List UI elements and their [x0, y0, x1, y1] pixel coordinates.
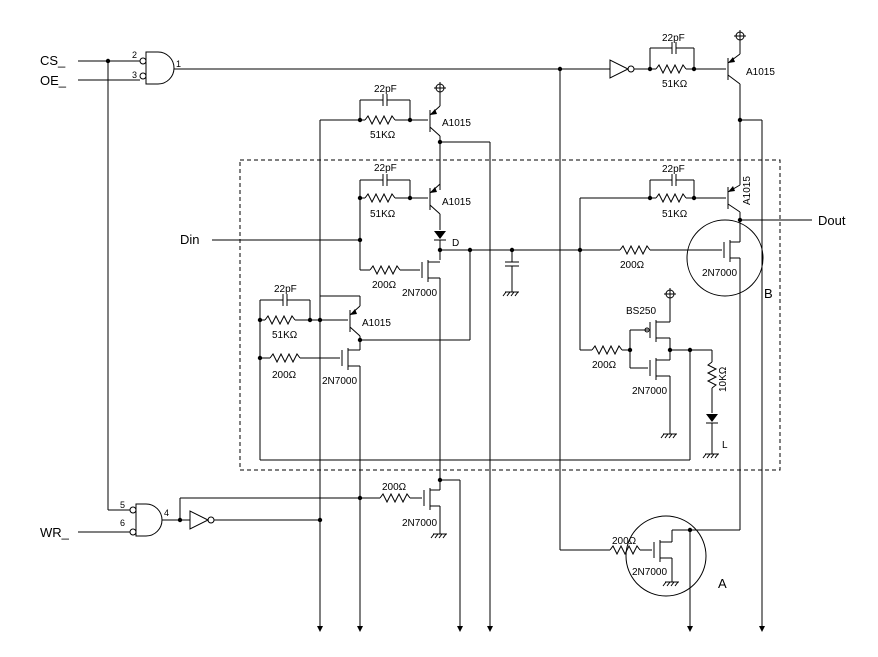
nmos-label-left: 2N7000	[322, 376, 357, 387]
pnp-label-upper: A1015	[442, 118, 471, 129]
wr-inverter	[189, 510, 215, 530]
nmos-label-b: 2N7000	[702, 268, 737, 279]
input-and-gate-2	[129, 503, 163, 537]
marker-b: B	[764, 286, 773, 301]
res-label-200-left: 200Ω	[272, 370, 297, 381]
nmos-label-pair: 2N7000	[632, 386, 667, 397]
nmos-transistor-b	[723, 240, 740, 262]
res-label-left: 51KΩ	[272, 330, 298, 341]
marker-a: A	[718, 576, 727, 591]
led-indicator	[706, 414, 718, 424]
nmos-transistor-mid	[421, 260, 440, 282]
res-label-200-pair: 200Ω	[592, 360, 617, 371]
res-label-200-bottom: 200Ω	[382, 482, 407, 493]
oe-signal-label: OE_	[40, 73, 67, 88]
res-label-right: 51KΩ	[662, 209, 688, 220]
cs-signal-label: CS_	[40, 53, 66, 68]
cap-label-mid: 22pF	[374, 163, 397, 174]
pnp-transistor-left	[349, 305, 361, 337]
pin-label-1: 1	[176, 59, 181, 69]
nmos-label-mid: 2N7000	[402, 288, 437, 299]
res-label-mid: 51KΩ	[370, 209, 396, 220]
highlight-circle-a	[625, 515, 707, 597]
res-label-200-b: 200Ω	[620, 260, 645, 271]
pnp-label-right: A1015	[742, 176, 753, 205]
pin-label-2: 2	[132, 50, 137, 60]
pnp-label-top-right: A1015	[746, 67, 775, 78]
res-label-200-a: 200Ω	[612, 536, 637, 547]
pin-label-5: 5	[120, 500, 125, 510]
res-label-10k: 10KΩ	[718, 366, 729, 392]
diode	[434, 231, 446, 241]
top-inverter	[609, 59, 635, 79]
nmos-label-a: 2N7000	[632, 567, 667, 578]
res-label-top: 51KΩ	[662, 79, 688, 90]
dout-signal-label: Dout	[818, 213, 846, 228]
cap-label-left: 22pF	[274, 284, 297, 295]
highlight-circle-b	[686, 219, 764, 297]
nmos-transistor-a	[653, 540, 672, 562]
cap-label-right: 22pF	[662, 164, 685, 175]
res-label-upper: 51KΩ	[370, 130, 396, 141]
led-label: L	[722, 440, 728, 451]
nmos-transistor-pair	[649, 358, 670, 380]
pnp-label-left: A1015	[362, 318, 391, 329]
pnp-label-mid: A1015	[442, 197, 471, 208]
input-and-gate-1	[139, 51, 175, 85]
nmos-transistor-left	[341, 348, 360, 370]
nmos-label-bottom: 2N7000	[402, 518, 437, 529]
pmos-transistor-bs250	[644, 320, 670, 342]
pmos-label: BS250	[626, 306, 656, 317]
pin-label-4: 4	[164, 508, 169, 518]
nmos-transistor-bottom	[423, 488, 440, 510]
pnp-transistor-upper	[429, 105, 441, 137]
dashed-module-boundary	[239, 159, 781, 471]
din-signal-label: Din	[180, 232, 200, 247]
pnp-transistor-top-right	[727, 53, 741, 85]
node-d-label: D	[452, 238, 459, 249]
wr-signal-label: WR_	[40, 525, 70, 540]
cap-label-upper: 22pF	[374, 84, 397, 95]
pnp-transistor-right	[727, 184, 741, 213]
cap-label-top: 22pF	[662, 33, 685, 44]
res-label-200-mid: 200Ω	[372, 280, 397, 291]
pin-label-3: 3	[132, 70, 137, 80]
pnp-transistor-mid	[429, 183, 441, 215]
pin-label-6: 6	[120, 518, 125, 528]
